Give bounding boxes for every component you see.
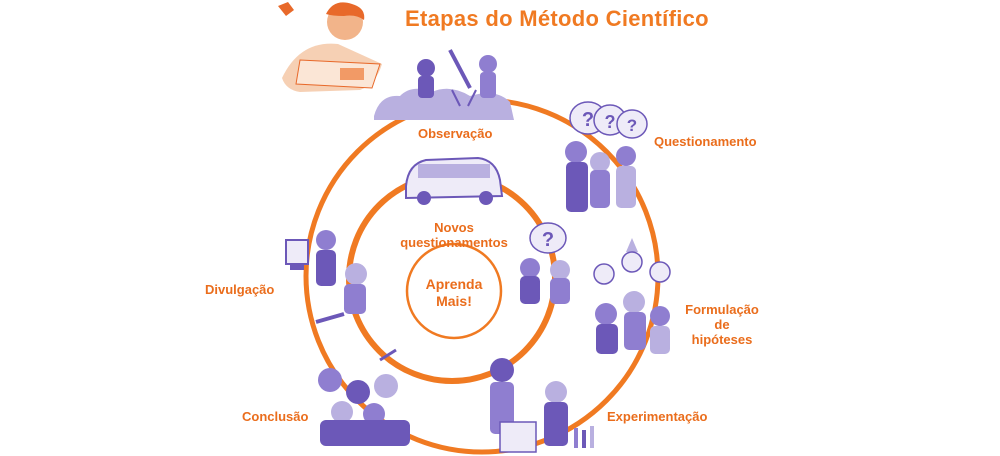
stage-experimentation-label: Experimentação xyxy=(607,409,708,424)
center-ring xyxy=(405,242,503,340)
learn-more-line-2: Mais! xyxy=(436,293,472,309)
conclusion-illustration xyxy=(318,348,410,446)
hypotheses-line-2: de xyxy=(714,317,730,332)
stage-dissemination-label: Divulgação xyxy=(205,282,275,297)
car-illustration xyxy=(405,156,504,205)
thinking-kids-illustration: ? xyxy=(520,222,570,304)
svg-text:?: ? xyxy=(627,116,637,135)
learn-more-line-1: Aprenda xyxy=(425,276,483,292)
svg-text:?: ? xyxy=(605,112,616,132)
new-questions-line-1: Novos xyxy=(434,220,474,235)
stage-observation-label: Observação xyxy=(418,126,493,141)
stage-questioning-label: Questionamento xyxy=(654,134,757,149)
observation-illustration xyxy=(374,49,514,120)
hypotheses-line-1: Formulação xyxy=(685,302,759,317)
new-questions-line-2: questionamentos xyxy=(400,235,508,250)
hypotheses-illustration xyxy=(593,238,671,354)
stage-conclusion-label: Conclusão xyxy=(242,409,309,424)
reading-child-illustration xyxy=(278,2,382,92)
questioning-illustration: ? ? ? xyxy=(565,101,648,212)
diagram-title: Etapas do Método Científico xyxy=(405,6,709,31)
hypotheses-line-3: hipóteses xyxy=(691,332,753,347)
stage-new-questions-label: Novos questionamentos xyxy=(392,220,516,250)
stage-hypotheses-label: Formulação de hipóteses xyxy=(681,302,763,347)
experimentation-illustration xyxy=(490,358,594,453)
dissemination-illustration xyxy=(285,230,367,324)
learn-more-link[interactable]: Aprenda Mais! xyxy=(424,276,484,310)
svg-text:?: ? xyxy=(582,109,594,131)
svg-text:?: ? xyxy=(542,229,554,251)
